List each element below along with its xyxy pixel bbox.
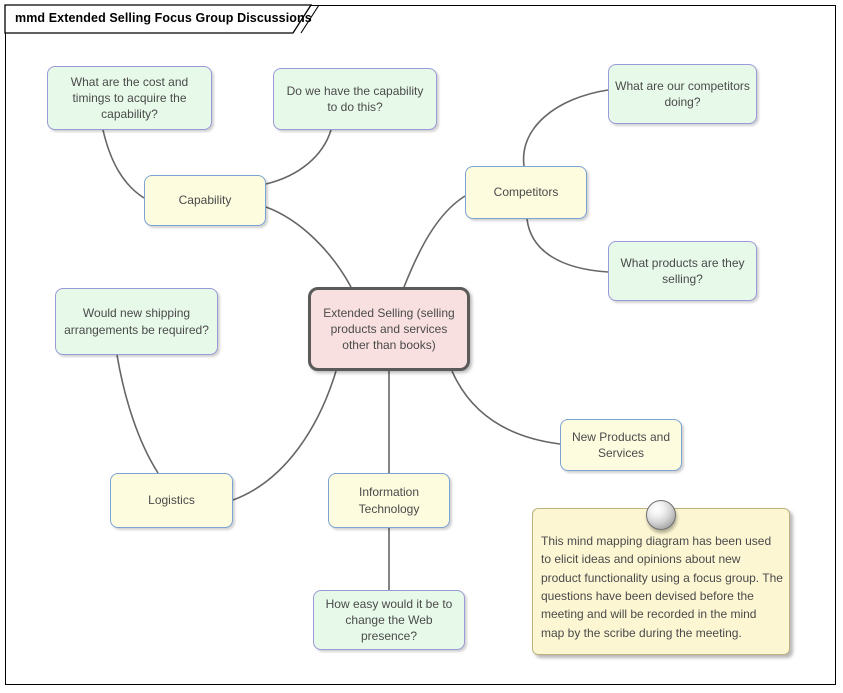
question-competitors-doing[interactable]: What are our competitors doing?	[608, 64, 757, 124]
topic-competitors[interactable]: Competitors	[465, 166, 587, 219]
node-label: Would new shipping arrangements be requi…	[64, 306, 209, 337]
question-web-presence[interactable]: How easy would it be to change the Web p…	[313, 590, 465, 650]
node-label: Competitors	[493, 185, 559, 200]
node-label: How easy would it be to change the Web p…	[325, 596, 453, 644]
note-text: This mind mapping diagram has been used …	[541, 534, 783, 640]
question-products-selling[interactable]: What products are they selling?	[608, 241, 757, 301]
link-central-newproducts[interactable]	[451, 370, 561, 445]
link-central-logistics[interactable]	[232, 370, 337, 501]
frame-title-tab	[4, 4, 313, 34]
link-shipping-logistics[interactable]	[116, 354, 159, 474]
node-label: New Products and Services	[571, 429, 671, 460]
topic-logistics[interactable]: Logistics	[110, 473, 233, 528]
link-competitors-selling[interactable]	[526, 218, 609, 273]
node-label: What are our competitors doing?	[615, 78, 750, 109]
node-label: What are the cost and timings to acquire…	[70, 74, 189, 122]
link-capability-central[interactable]	[265, 206, 352, 288]
central-extended-selling[interactable]: Extended Selling (selling products and s…	[308, 287, 470, 371]
node-label: Capability	[178, 193, 232, 208]
topic-capability[interactable]: Capability	[144, 175, 266, 226]
node-label: Logistics	[148, 493, 195, 508]
pin-sphere-icon	[646, 500, 676, 530]
node-label: Extended Selling (selling products and s…	[323, 305, 455, 353]
node-label: What products are they selling?	[620, 255, 745, 286]
question-capability-to-do-this[interactable]: Do we have the capability to do this?	[273, 68, 437, 130]
link-central-competitors[interactable]	[403, 195, 466, 288]
question-shipping-arrangements[interactable]: Would new shipping arrangements be requi…	[55, 288, 218, 355]
note-box[interactable]: This mind mapping diagram has been used …	[532, 500, 790, 655]
link-dothis-capability[interactable]	[265, 129, 332, 185]
node-label: Do we have the capability to do this?	[286, 83, 424, 114]
node-label: Information Technology	[358, 485, 420, 516]
question-cost-timings[interactable]: What are the cost and timings to acquire…	[47, 66, 212, 130]
topic-new-products-services[interactable]: New Products and Services	[560, 419, 682, 471]
diagram-title: mmd Extended Selling Focus Group Discuss…	[15, 11, 312, 25]
link-competitors-doing[interactable]	[522, 89, 609, 167]
topic-information-technology[interactable]: Information Technology	[328, 473, 450, 528]
frame-title-tab-slash	[300, 4, 320, 34]
link-cost-capability[interactable]	[102, 129, 145, 199]
